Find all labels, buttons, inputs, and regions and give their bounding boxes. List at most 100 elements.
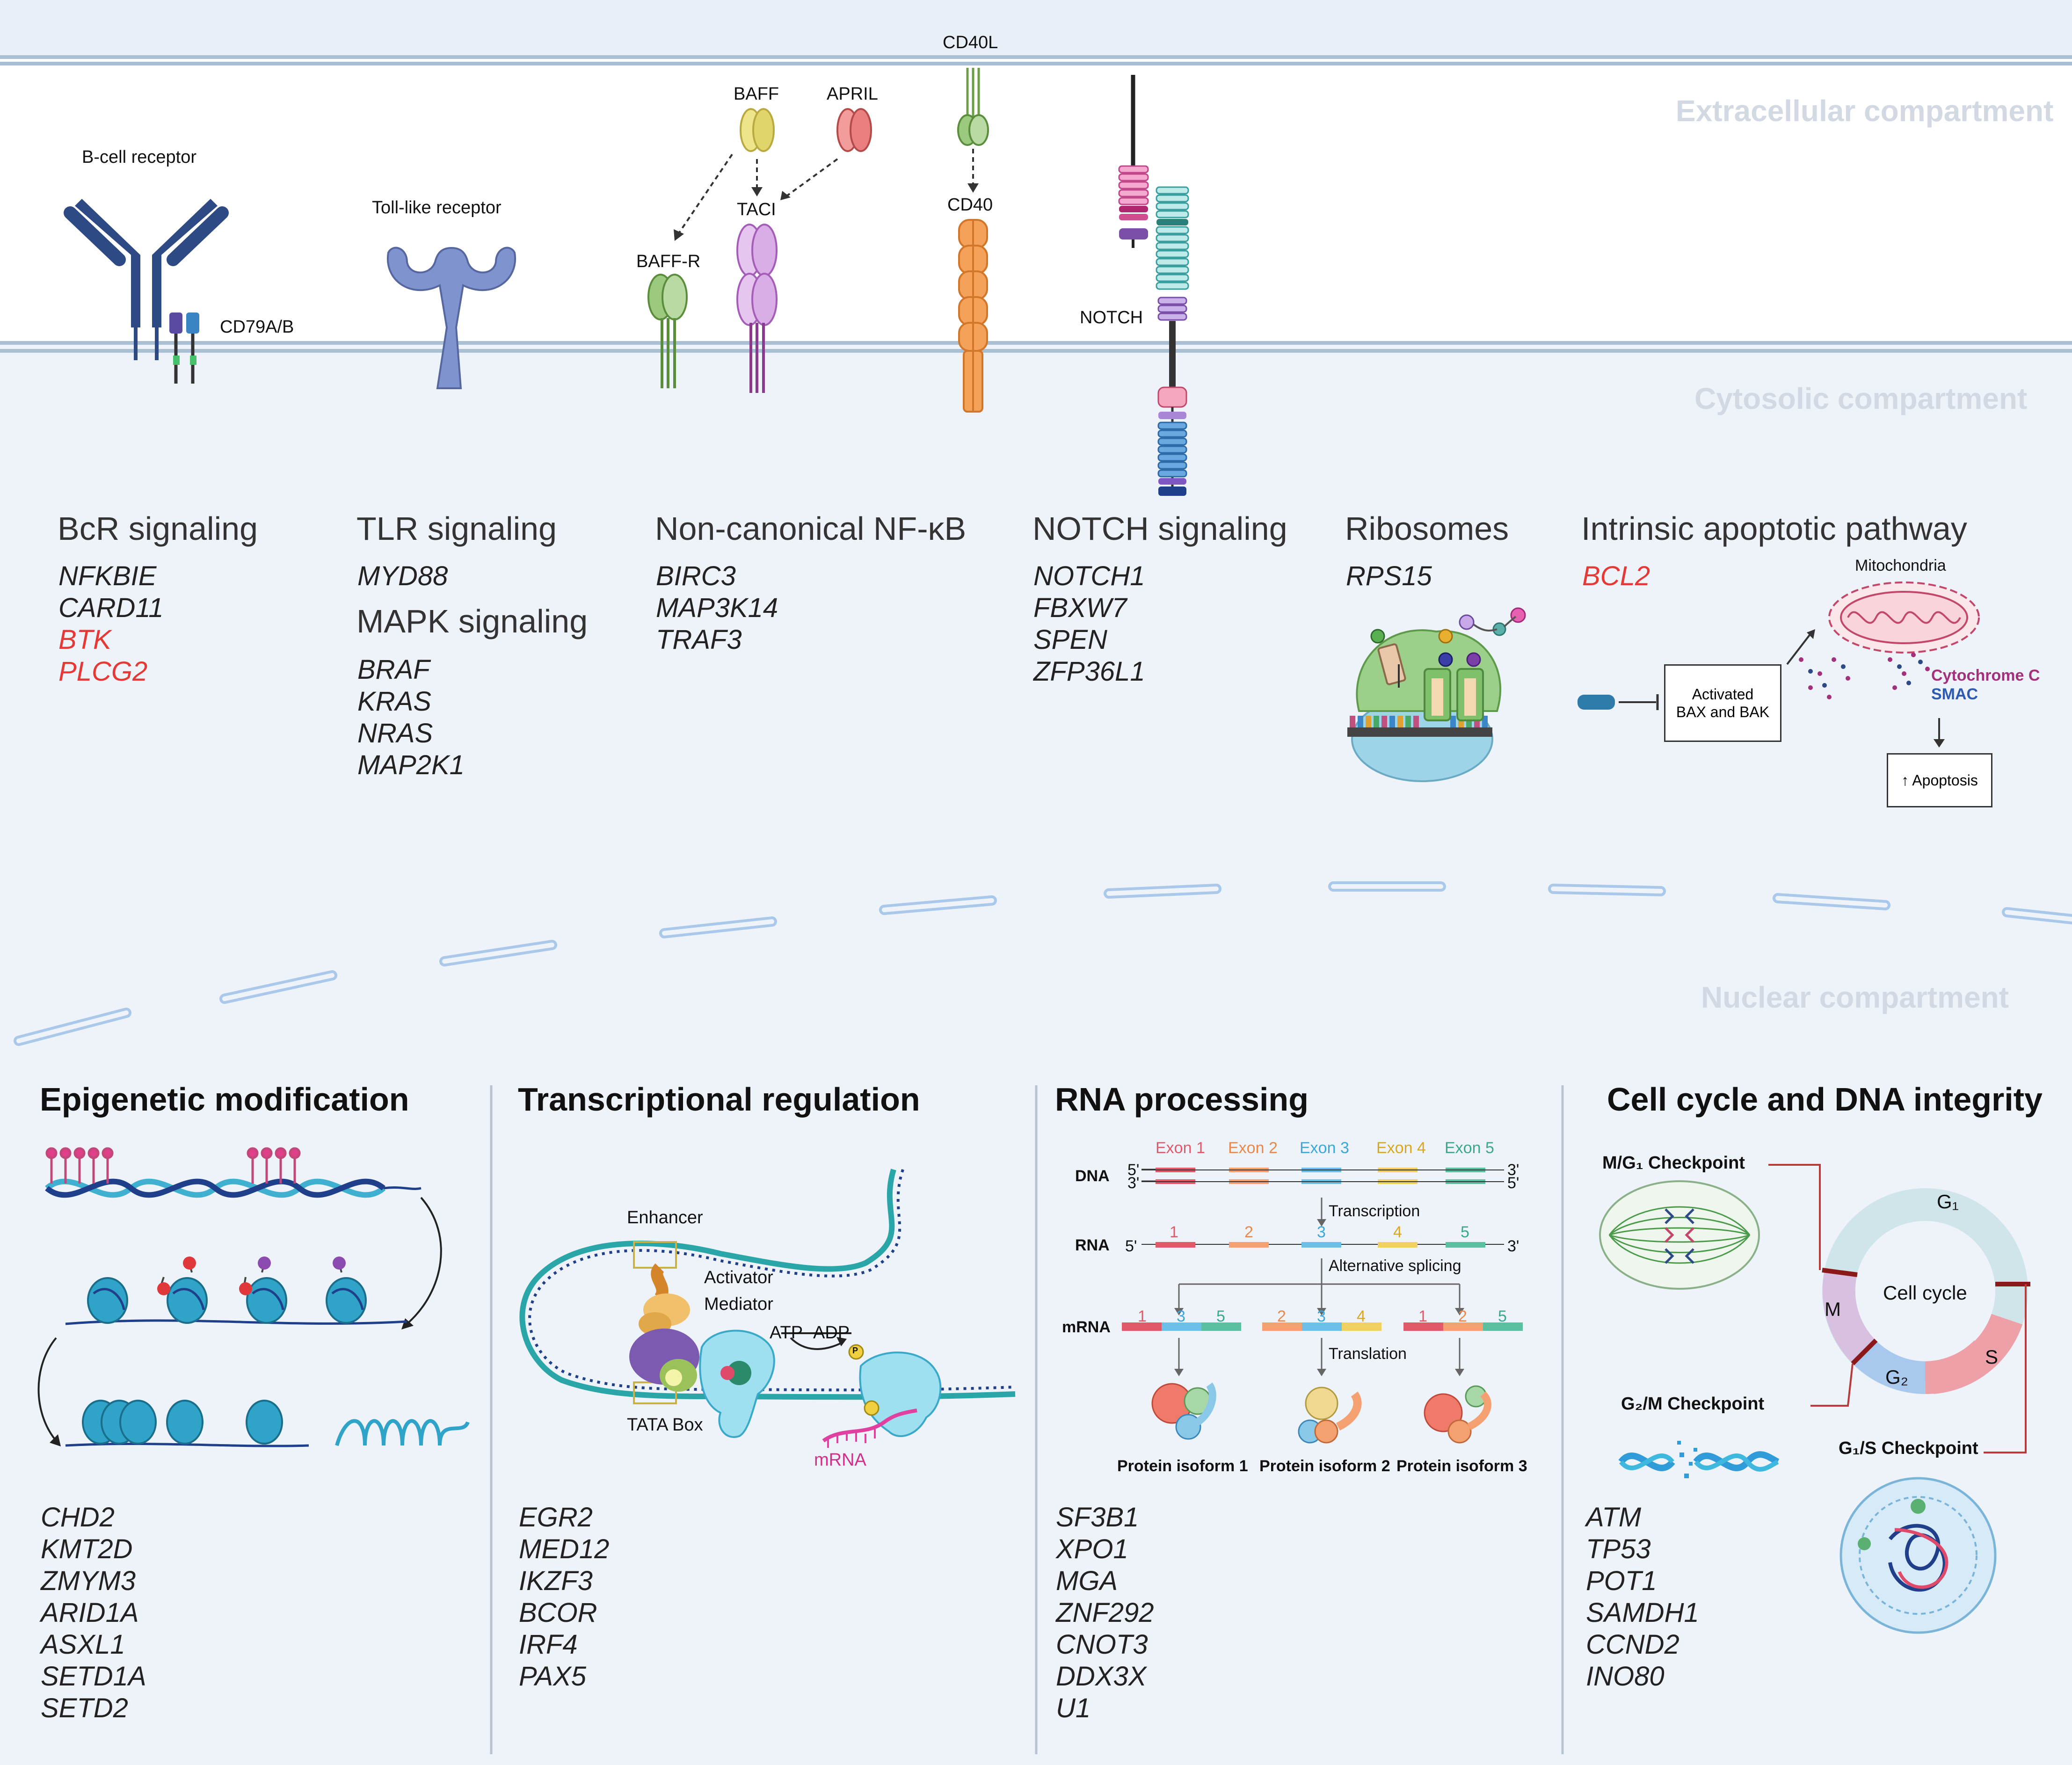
apoptosis-graphic (1578, 581, 1980, 748)
april-label: APRIL (827, 84, 878, 104)
nfkb-title: Non-canonical NF-κB (655, 510, 967, 547)
protein-isoform-3-label: Protein isoform 3 (1396, 1457, 1527, 1475)
gene: CNOT3 (1056, 1629, 1148, 1660)
apoptosis-box: ↑ Apoptosis (1887, 753, 1992, 807)
gene: SPEN (1033, 625, 1107, 655)
gene: ZMYM3 (41, 1566, 136, 1596)
gene: CCND2 (1586, 1629, 1679, 1660)
extracellular-label: Extracellular compartment (1676, 94, 2054, 128)
gene: U1 (1056, 1693, 1091, 1723)
gene: MAP3K14 (656, 593, 778, 623)
notch-title: NOTCH signaling (1032, 510, 1287, 547)
activated-bax-bak-box: Activated BAX and BAK (1664, 664, 1781, 742)
dna-3prime-bottom: 3' (1127, 1174, 1140, 1192)
gene: NFKBIE (58, 561, 157, 591)
rna-num-5: 5 (1461, 1223, 1469, 1241)
apoptosis-gene-list: BCL2 (1582, 560, 1650, 592)
cellcycle-gene-list: ATM TP53 POT1 SAMDH1 CCND2 INO80 (1586, 1502, 1699, 1692)
exon2-label: Exon 2 (1228, 1139, 1278, 1157)
nfkb-gene-list: BIRC3 MAP3K14 TRAF3 (656, 560, 778, 656)
april-ligand-graphic (836, 108, 872, 152)
mrna1-num-3: 3 (1177, 1307, 1185, 1325)
gene: NRAS (357, 718, 433, 748)
cellcycle-title: Cell cycle and DNA integrity (1607, 1081, 2043, 1118)
gene: XPO1 (1056, 1534, 1128, 1564)
dna-row-label: DNA (1075, 1167, 1110, 1185)
apoptosis-title: Intrinsic apoptotic pathway (1581, 510, 1967, 547)
translation-step-label: Translation (1329, 1345, 1407, 1363)
gene: ASXL1 (41, 1629, 125, 1660)
rna-3prime: 3' (1507, 1237, 1519, 1255)
splicing-step-label: Alternative splicing (1329, 1257, 1461, 1275)
bcell-receptor-graphic (64, 199, 229, 384)
gene: MGA (1056, 1566, 1118, 1596)
tata-box-label: TATA Box (627, 1415, 703, 1435)
transcription-graphic (519, 1169, 1016, 1448)
cd40l-graphic (957, 68, 989, 146)
gene-highlighted: PLCG2 (58, 656, 148, 687)
gene: KRAS (357, 686, 431, 717)
exon4-label: Exon 4 (1376, 1139, 1426, 1157)
gene: SAMDH1 (1586, 1598, 1699, 1628)
tlr-title: TLR signaling (356, 510, 557, 547)
rna-row-label: RNA (1075, 1236, 1110, 1254)
gene: SF3B1 (1056, 1502, 1139, 1533)
cd79-label: CD79A/B (220, 317, 294, 337)
smac-label: SMAC (1931, 685, 1978, 703)
cell-cycle-graphic (1599, 1164, 2030, 1634)
notch-graphic (1118, 75, 1189, 496)
mitochondria-label: Mitochondria (1855, 557, 1946, 574)
mrna3-num-1: 1 (1418, 1307, 1427, 1325)
tlr-gene-list: MYD88 (357, 560, 448, 592)
transcription-gene-list: EGR2 MED12 IKZF3 BCOR IRF4 PAX5 (519, 1502, 609, 1692)
g2-phase-label: G₂ (1885, 1366, 1908, 1388)
transcription-title: Transcriptional regulation (518, 1081, 920, 1118)
nuclear-envelope-inner (16, 884, 2072, 1043)
cd40l-label: CD40L (943, 33, 998, 52)
rna-gene-list: SF3B1 XPO1 MGA ZNF292 CNOT3 DDX3X U1 (1056, 1502, 1154, 1724)
mapk-gene-list: BRAF KRAS NRAS MAP2K1 (357, 654, 465, 781)
extracellular-space (0, 58, 2072, 344)
gene: BCOR (519, 1598, 597, 1628)
nuclear-envelope (14, 881, 2072, 1046)
gene: TRAF3 (656, 625, 742, 655)
notch-label: NOTCH (1080, 308, 1143, 327)
dna-5prime-bottom: 5' (1507, 1174, 1519, 1192)
mrna2-num-4: 4 (1357, 1307, 1366, 1325)
ribosome-graphic (1347, 607, 1526, 782)
atp-label: ATP (770, 1323, 803, 1343)
adp-label: ADP (813, 1323, 850, 1343)
top-membrane (0, 55, 2072, 65)
s-phase-label: S (1985, 1346, 1999, 1368)
mrna3-num-5: 5 (1498, 1307, 1507, 1325)
exon1-label: Exon 1 (1156, 1139, 1205, 1157)
toll-like-receptor-graphic (386, 247, 516, 389)
cd40-label: CD40 (947, 195, 993, 215)
gene: IKZF3 (519, 1566, 593, 1596)
cytosolic-label: Cytosolic compartment (1694, 382, 2028, 415)
activator-label: Activator (704, 1268, 773, 1287)
bcr-gene-list: NFKBIE CARD11 BTK PLCG2 (58, 560, 164, 688)
ribosomes-gene-list: RPS15 (1346, 560, 1432, 592)
protein-isoform-1-label: Protein isoform 1 (1117, 1457, 1248, 1475)
gene: PAX5 (519, 1661, 587, 1692)
taci-label: TACI (737, 200, 776, 219)
g1-phase-label: G₁ (1937, 1191, 1959, 1213)
taci-graphic (736, 224, 778, 393)
plasma-membrane (0, 341, 2072, 353)
mrna1-num-1: 1 (1138, 1307, 1147, 1325)
gene: NOTCH1 (1033, 561, 1145, 591)
gene: IRF4 (519, 1629, 578, 1660)
epigenetic-graphic (37, 1147, 470, 1447)
baff-ligand-graphic (740, 108, 775, 152)
cytochrome-c-label: Cytochrome C (1931, 667, 2040, 684)
rna-num-2: 2 (1244, 1223, 1253, 1241)
bax-bak-label: BAX and BAK (1676, 704, 1770, 720)
epigenetic-title: Epigenetic modification (40, 1081, 409, 1118)
ligand-arrows (677, 149, 974, 235)
gene: POT1 (1586, 1566, 1657, 1596)
g1-s-checkpoint-label: G₁/S Checkpoint (1839, 1438, 1978, 1458)
bcr-title: BcR signaling (58, 510, 258, 547)
mediator-label: Mediator (704, 1294, 773, 1314)
